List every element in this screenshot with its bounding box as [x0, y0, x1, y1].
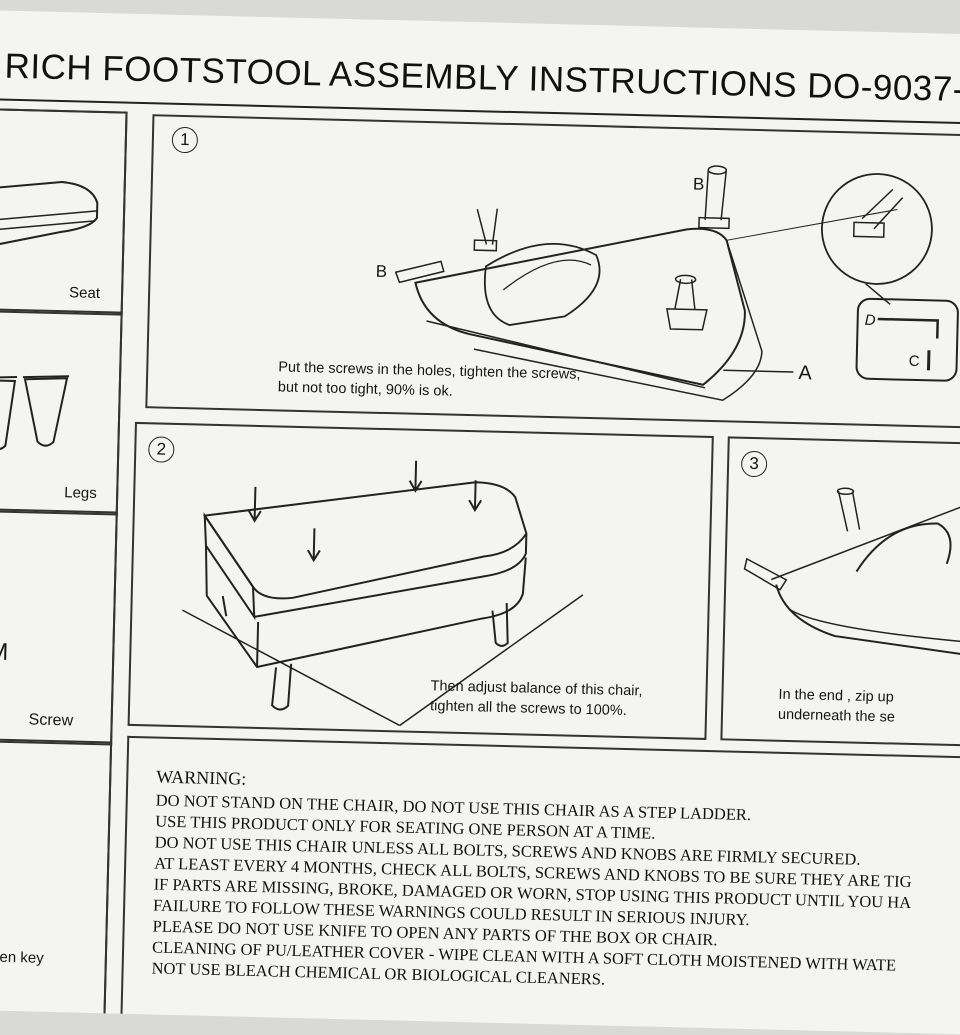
step-1-label-b-left: B	[375, 261, 388, 282]
warning-block: WARNING: DO NOT STAND ON THE CHAIR, DO N…	[151, 767, 914, 997]
step-2-number: 2	[148, 436, 175, 463]
step-1-caption: Put the screws in the holes, tighten the…	[278, 357, 581, 404]
step-1-label-d: D	[864, 311, 876, 329]
step-3-footstool-bottom-illustration	[743, 487, 960, 662]
allen-key-label: Allen key	[0, 948, 44, 967]
step-1-label-c: C	[908, 352, 920, 371]
seat-label: Seat	[68, 284, 101, 303]
screw-label: Screw	[28, 711, 74, 730]
step-2-caption: Then adjust balance of this chair, tight…	[430, 676, 643, 721]
instruction-sheet: RICH FOOTSTOOL ASSEMBLY INSTRUCTIONS DO-…	[0, 10, 960, 1035]
step-1-panel: 1 B B A	[145, 114, 960, 430]
step-3-panel: 3 In the end , zip up underneath the se	[720, 436, 960, 748]
legs-label: Legs	[64, 484, 97, 502]
step-1-label-b-top: B	[692, 174, 705, 194]
parts-legs-box: Legs	[0, 307, 123, 516]
parts-screw-box: MM Screw	[0, 507, 118, 746]
legs-illustration	[0, 375, 70, 451]
document-title: RICH FOOTSTOOL ASSEMBLY INSTRUCTIONS DO-…	[4, 46, 960, 110]
seat-cushion-illustration	[0, 181, 99, 251]
step-3-caption-line-1: In the end , zip up	[778, 686, 894, 706]
step-1-number: 1	[171, 126, 199, 154]
step-3-caption: In the end , zip up underneath the se	[778, 685, 896, 728]
step-2-footstool-illustration	[182, 460, 584, 727]
parts-allen-key-box: Allen key	[0, 737, 113, 1035]
step-1-footstool-bottom-illustration	[394, 165, 898, 402]
screw-size-label: MM	[0, 637, 9, 666]
step-1-label-a: A	[798, 362, 812, 385]
parts-seat-box: Seat	[0, 107, 128, 316]
step-2-panel: 2 Then adjust balance of this chair, tig…	[127, 421, 714, 740]
step-3-caption-line-2: underneath the se	[777, 706, 896, 726]
step-1-detail-circle	[821, 173, 959, 382]
